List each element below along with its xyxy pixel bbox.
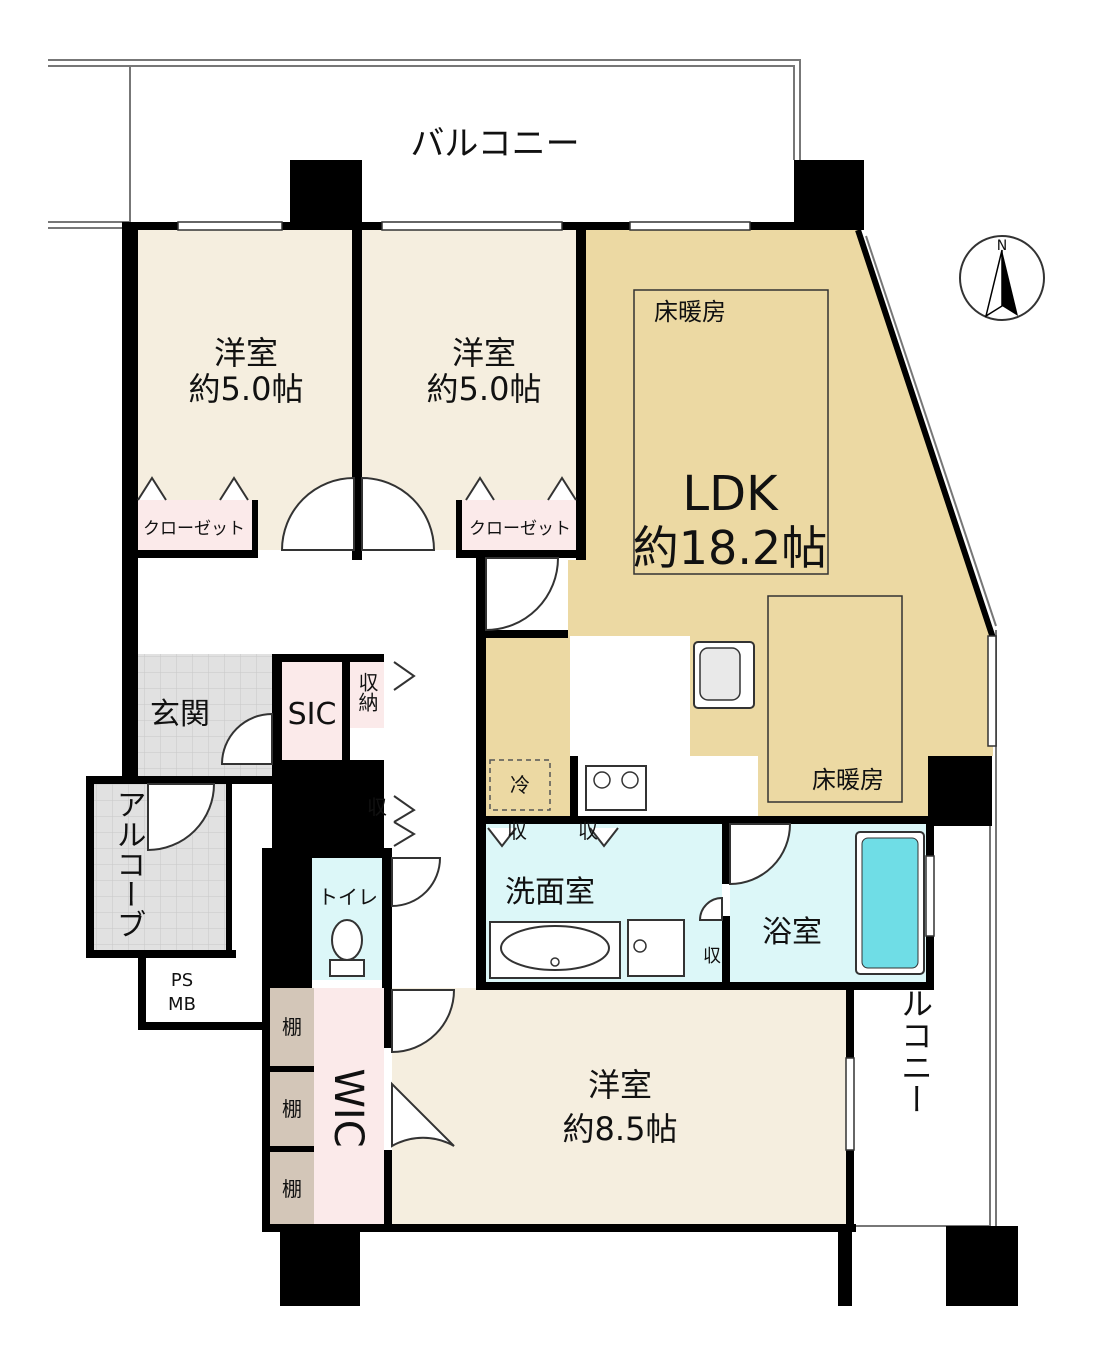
toilet-bowl [331, 919, 363, 961]
floor-heating-label-1: 床暖房 [654, 298, 726, 326]
alcove-label: アルコーブ [111, 789, 146, 939]
vanity-basin [500, 925, 610, 971]
toilet-tank [329, 959, 365, 977]
window-ldk [629, 221, 751, 231]
closet-1-label: クローゼット [143, 519, 245, 539]
shelf-3-label: 棚 [282, 1177, 302, 1201]
closet-2-floor [462, 500, 576, 550]
bedroom-2-size: 約5.0帖 [427, 370, 542, 408]
bathroom-label: 浴室 [762, 915, 822, 950]
right-window [987, 635, 997, 747]
window-master [845, 1057, 855, 1151]
bedroom-2-name: 洋室 [452, 334, 516, 372]
diagonal-wall [855, 229, 996, 639]
floor-heating-label-2: 床暖房 [812, 766, 884, 794]
shelf-2-label: 棚 [282, 1097, 302, 1121]
fridge-label: 冷 [510, 773, 530, 797]
kitchen-sink-basin [699, 647, 741, 701]
floor-heating-zone-1 [633, 289, 829, 575]
diagonal-window [865, 235, 997, 627]
storage-small-label: 収 [367, 795, 387, 819]
closet-door-marks [137, 476, 619, 848]
bath-storage-label: 収 [703, 946, 721, 967]
burner-icon [621, 771, 639, 789]
ps-label: PS [171, 970, 193, 991]
laundry-storage-2-label: 収 [578, 819, 598, 843]
ldk-size: 約18.2帖 [633, 521, 827, 575]
closet-2-label: クローゼット [469, 519, 571, 539]
sic-floor [280, 660, 342, 762]
burner-icon [593, 771, 611, 789]
hallway-vertical [392, 654, 476, 984]
shelf-1-label: 棚 [282, 1015, 302, 1039]
window-bath [925, 855, 935, 937]
ldk-name: LDK [682, 466, 779, 522]
master-name: 洋室 [588, 1066, 652, 1104]
balcony-top-label: バルコニー [410, 124, 579, 164]
washer-drain [633, 939, 647, 953]
balcony-top-area [48, 59, 801, 229]
bedroom-1-name: 洋室 [214, 334, 278, 372]
window-bedroom-2 [381, 221, 563, 231]
mb-label: MB [168, 994, 196, 1015]
closet-1-floor [138, 500, 252, 550]
fridge-space [489, 759, 551, 811]
compass-north-label: N [997, 238, 1007, 254]
shelf-1-floor [270, 988, 314, 1066]
bathtub-water [861, 837, 919, 969]
master-size: 約8.5帖 [563, 1110, 678, 1148]
vanity-drain [550, 957, 560, 967]
storage-label: 収納 [355, 672, 379, 712]
sic-label: SIC [288, 697, 337, 732]
hallway-floor [138, 558, 476, 654]
bedroom-1-size: 約5.0帖 [189, 370, 304, 408]
entrance-label: 玄関 [150, 697, 210, 732]
washer-pan [627, 919, 685, 977]
stove [585, 765, 647, 811]
storage-floor [350, 660, 384, 728]
door-swings [147, 476, 792, 1148]
master-floor [392, 988, 846, 1224]
laundry-storage-1-label: 収 [507, 819, 527, 843]
window-bedroom-1 [177, 221, 283, 231]
compass-icon [959, 235, 1045, 321]
shelf-2-floor [270, 1072, 314, 1146]
floor-heating-zone-2 [767, 595, 903, 803]
washroom-label: 洗面室 [505, 875, 595, 910]
toilet-label: トイレ [318, 885, 378, 909]
wic-label: WIC [325, 1068, 371, 1147]
shelf-3-floor [270, 1152, 314, 1224]
